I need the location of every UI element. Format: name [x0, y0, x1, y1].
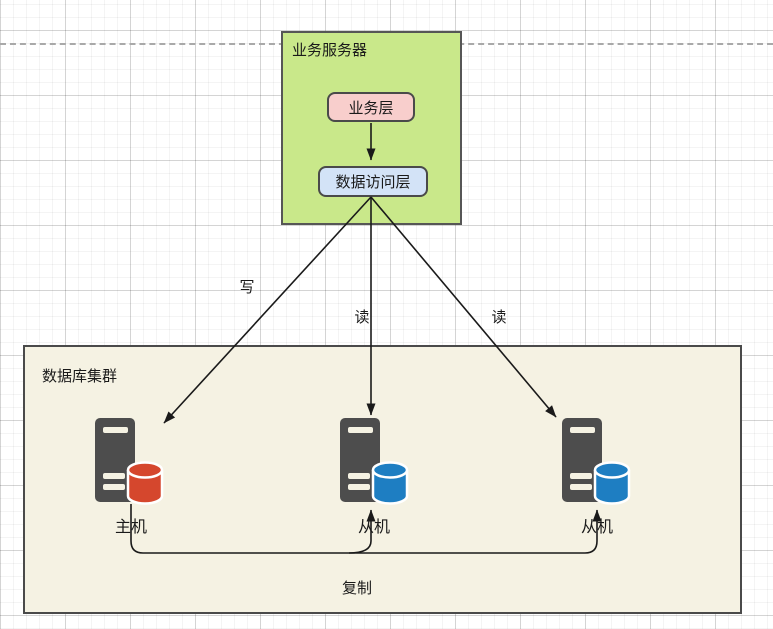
master-server-node[interactable]	[93, 416, 165, 508]
database-cluster-title: 数据库集群	[42, 367, 118, 385]
business-server-title: 业务服务器	[292, 41, 368, 59]
server-tower-icon	[562, 418, 602, 502]
database-icon	[371, 461, 409, 505]
business-layer-node[interactable]: 业务层	[327, 92, 415, 122]
business-layer-label: 业务层	[348, 98, 394, 117]
database-icon	[593, 461, 631, 505]
replication-edge-label[interactable]: 复制	[341, 579, 372, 597]
read-edge-label-right[interactable]: 读	[491, 308, 507, 326]
data-access-layer-node[interactable]: 数据访问层	[318, 166, 428, 197]
master-node-label: 主机	[114, 517, 147, 536]
server-tower-icon	[340, 418, 380, 502]
slave-node-label-1: 从机	[357, 517, 390, 536]
server-tower-icon	[95, 418, 135, 502]
database-icon	[126, 461, 164, 505]
slave-server-node-1[interactable]	[338, 416, 410, 508]
slave-node-label-2: 从机	[580, 517, 613, 536]
data-access-layer-label: 数据访问层	[335, 173, 411, 191]
write-edge-label[interactable]: 写	[239, 278, 255, 296]
slave-server-node-2[interactable]	[560, 416, 632, 508]
read-edge-label-middle[interactable]: 读	[354, 308, 370, 326]
